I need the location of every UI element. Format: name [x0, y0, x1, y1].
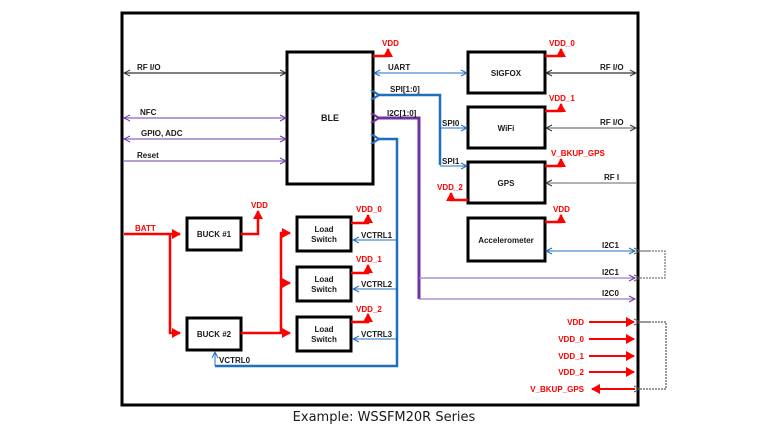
sigfox-vdd-label: VDD_0 [549, 39, 575, 48]
i2c-loopback [640, 250, 666, 278]
gps-vbkup-line [545, 158, 566, 168]
buck1-vdd-line [241, 210, 263, 236]
ble-vdd-label: VDD [382, 39, 399, 48]
i2c-bus [378, 118, 421, 299]
wifi-label: WiFi [498, 124, 515, 133]
buck2-to-ls1 [279, 228, 291, 333]
accel-i2c-label: I2C1 [602, 241, 619, 250]
sigfox-block [466, 50, 547, 95]
ls1-vdd-label: VDD_0 [356, 205, 382, 214]
ble-block [285, 50, 375, 186]
load-switch-1 [295, 215, 353, 253]
gps-label: GPS [498, 179, 516, 188]
buck1-label: BUCK #1 [197, 230, 232, 239]
gps-rf-label: RF I [604, 173, 619, 182]
ble-label: BLE [321, 113, 339, 123]
i2c1-label: I2C1 [602, 268, 619, 277]
gps-vdd2-label: VDD_2 [437, 183, 463, 192]
vctrl-bus [215, 139, 399, 368]
wifi-rf-label: RF I/O [600, 118, 624, 127]
accelerometer-block [466, 216, 547, 263]
load-switch-3 [295, 315, 353, 353]
i2c0-label: I2C0 [602, 289, 619, 298]
spi0-label: SPI0 [442, 119, 460, 128]
load-switch-1-line1: Load [314, 225, 333, 234]
ls3-vdd-label: VDD_2 [356, 305, 382, 314]
vctrl3-label: VCTRL3 [361, 330, 393, 339]
ble-rf-label: RF I/O [137, 63, 161, 72]
batt-label: BATT [135, 224, 156, 233]
power-loopback [640, 321, 667, 389]
batt-to-buck2 [168, 234, 181, 338]
spi-label: SPI[1:0] [390, 85, 420, 94]
wifi-vdd-line [545, 103, 566, 113]
load-switch-3-line2: Switch [311, 335, 337, 344]
load-switch-3-line1: Load [314, 325, 333, 334]
spi-bus [378, 95, 442, 165]
nfc-label: NFC [140, 108, 157, 117]
vctrl0-label: VCTRL0 [219, 356, 251, 365]
gps-vdd2-line [446, 192, 468, 202]
pin-vdd2-label: VDD_2 [558, 368, 584, 377]
accelerometer-label: Accelerometer [478, 236, 534, 245]
ls2-vdd-label: VDD_1 [356, 255, 382, 264]
pin-vdd0-label: VDD_0 [558, 335, 584, 344]
ls2-vdd-line [351, 264, 373, 275]
spi1-label: SPI1 [442, 157, 460, 166]
reset-label: Reset [137, 151, 159, 160]
buck2-label: BUCK #2 [197, 330, 232, 339]
i2c-label: I2C[1:0] [387, 109, 417, 118]
pin-vbkup-label: V_BKUP_GPS [530, 385, 584, 394]
accel-vdd-line [545, 214, 566, 224]
pin-vdd1-label: VDD_1 [558, 352, 584, 361]
pin-vdd-label: VDD [567, 318, 584, 327]
load-switch-2-line1: Load [314, 275, 333, 284]
ls3-vdd-line [351, 313, 373, 324]
uart-label: UART [388, 63, 410, 72]
sigfox-rf-label: RF I/O [600, 63, 624, 72]
ble-vdd-line [373, 48, 393, 58]
diagram-caption: Example: WSSFM20R Series [292, 410, 476, 425]
vctrl2-label: VCTRL2 [361, 280, 393, 289]
vctrl1-label: VCTRL1 [361, 231, 393, 240]
module-outline [120, 11, 640, 407]
gps-vbkup-label: V_BKUP_GPS [551, 149, 605, 158]
accel-vdd-label: VDD [553, 205, 570, 214]
buck1-vdd-label: VDD [251, 201, 268, 210]
load-switch-1-line2: Switch [311, 235, 337, 244]
sigfox-label: SIGFOX [491, 69, 522, 78]
wifi-block [466, 105, 547, 150]
wifi-vdd-label: VDD_1 [549, 94, 575, 103]
load-switch-2 [295, 265, 353, 303]
load-switch-2-line2: Switch [311, 285, 337, 294]
ls1-vdd-line [351, 214, 373, 225]
gpio-label: GPIO, ADC [141, 129, 183, 138]
sigfox-vdd-line [545, 48, 566, 58]
